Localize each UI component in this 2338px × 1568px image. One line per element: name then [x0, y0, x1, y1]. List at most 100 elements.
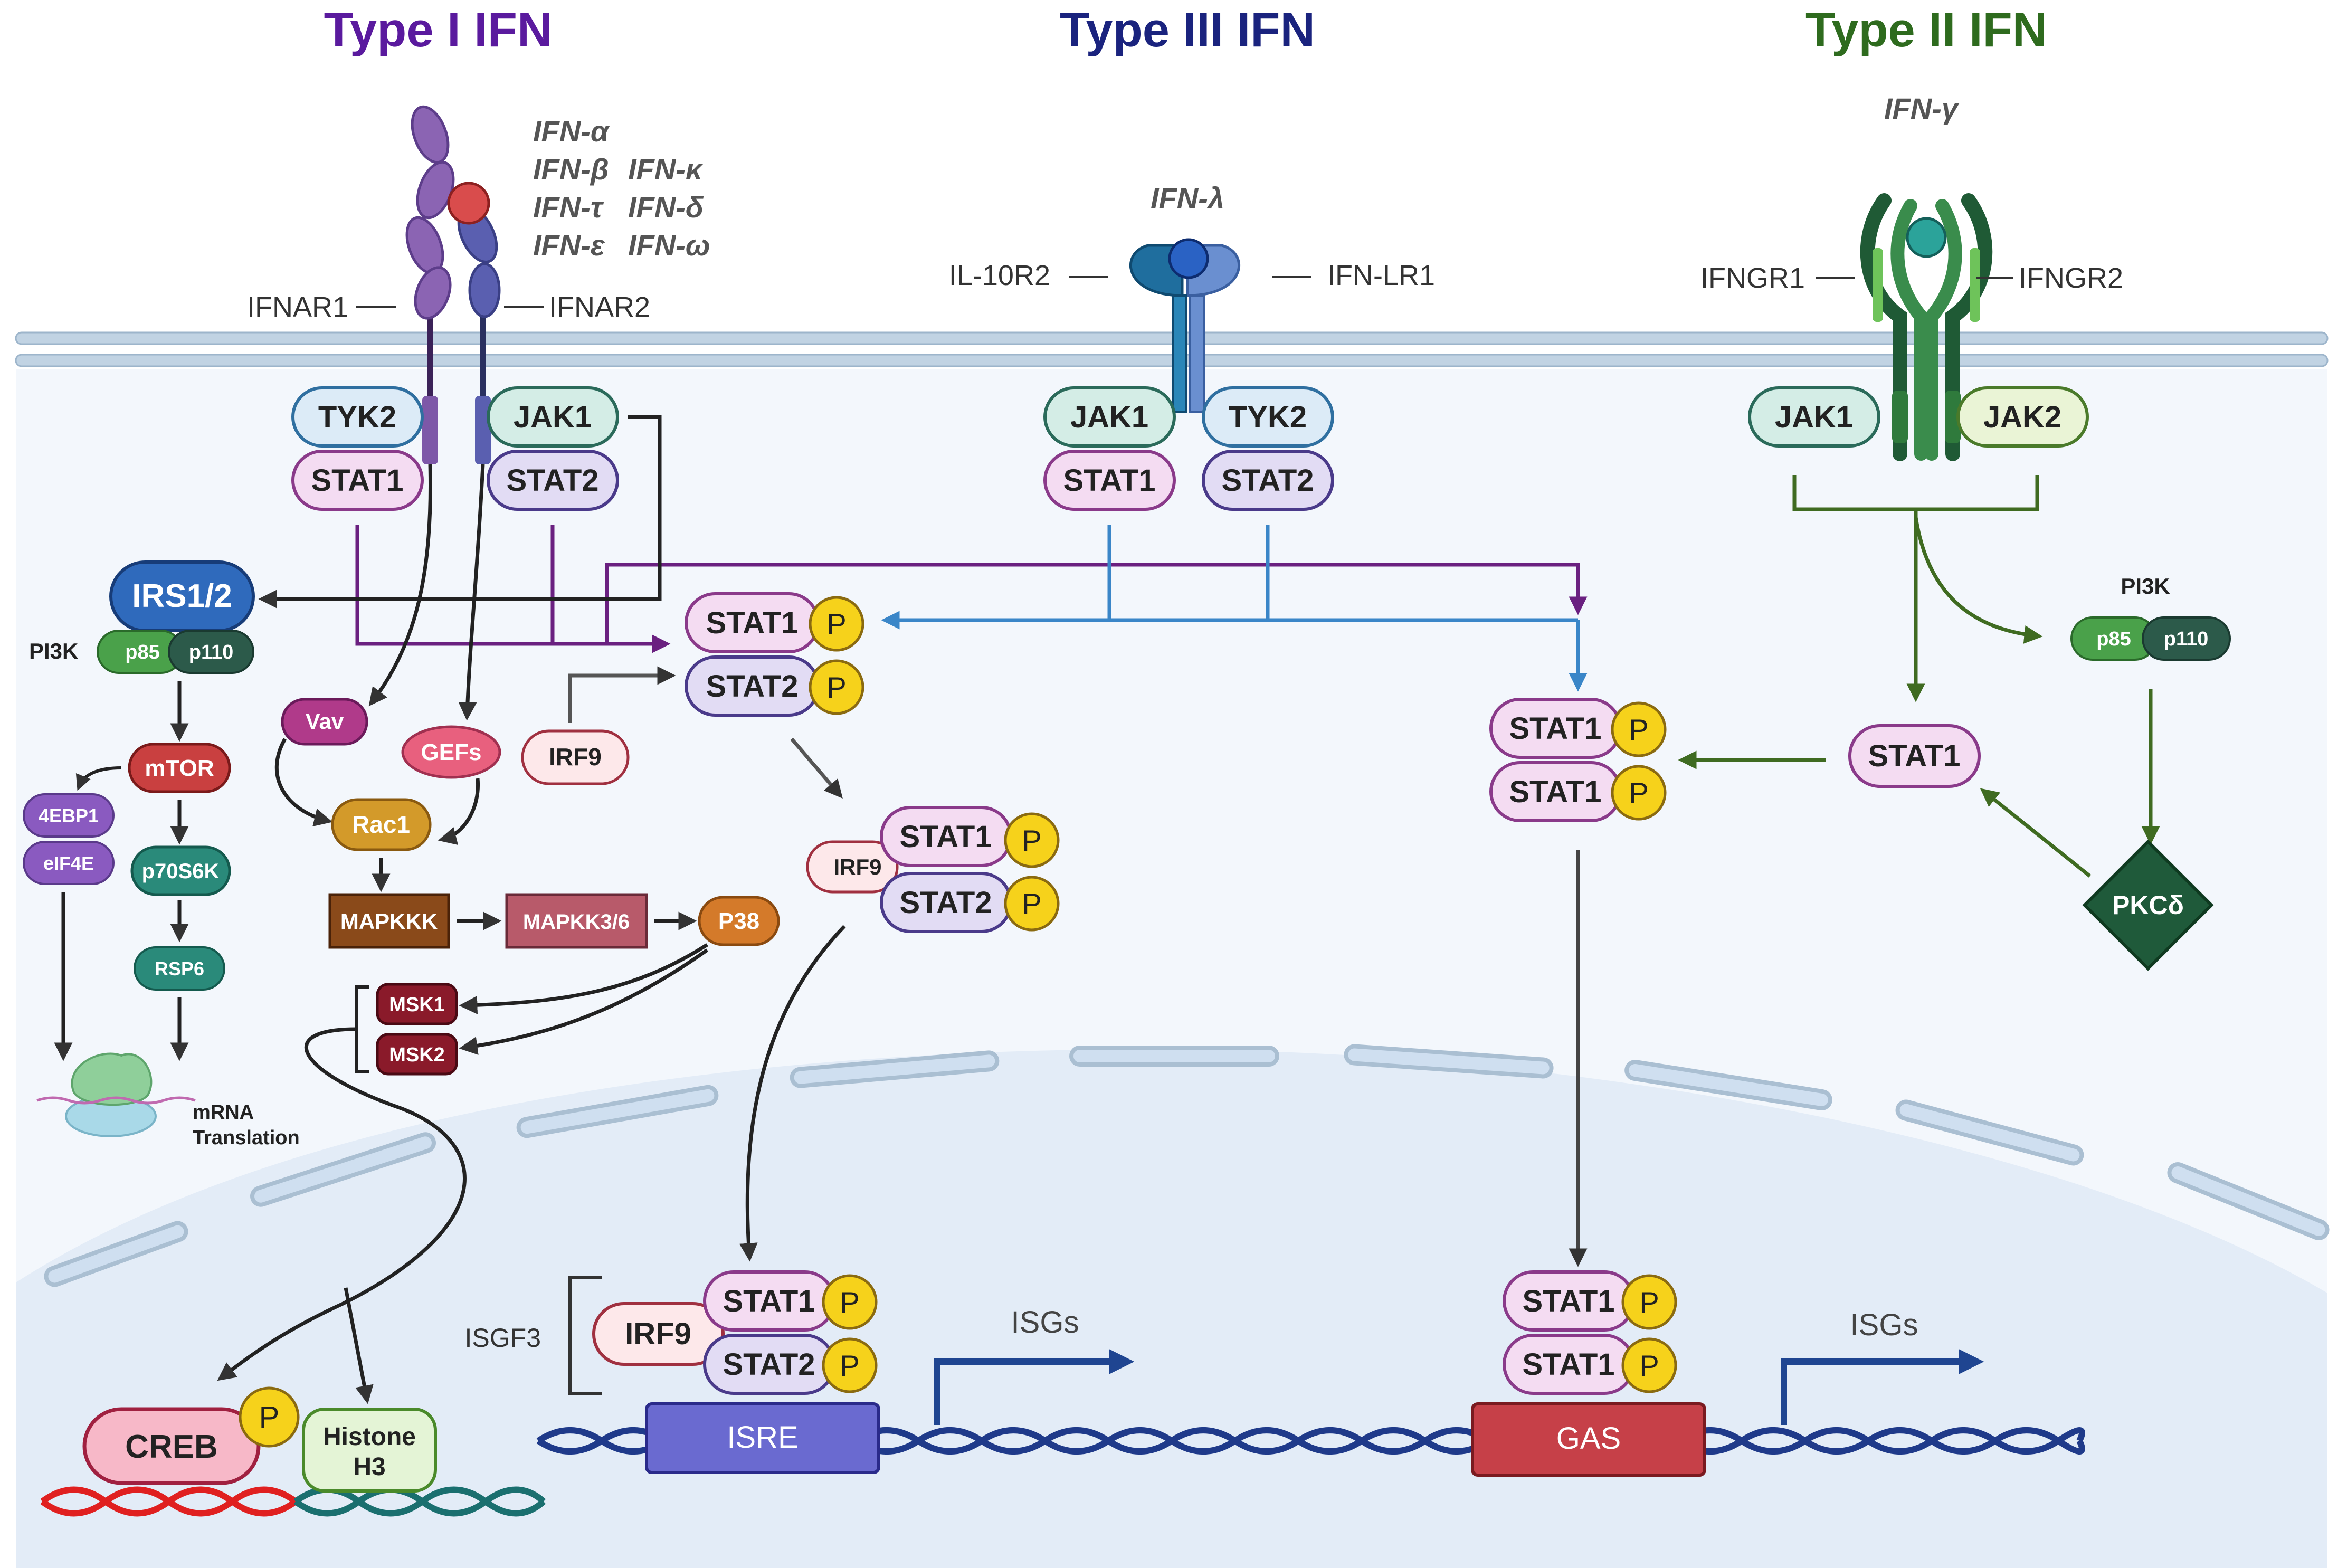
gaf-stat1a-nuclear-phospho: P [1621, 1274, 1677, 1330]
ifnar1-receptor [405, 105, 455, 464]
type3-ligand-label: IFN-λ [1151, 182, 1224, 215]
eif4e-label: eIF4E [43, 852, 94, 874]
type3-tyk2: TYK2 [1202, 386, 1334, 448]
type1-tyk2-label: TYK2 [318, 400, 396, 434]
isgf3-stat1-cyto-label: STAT1 [899, 820, 992, 854]
mapkk-label: MAPKK3/6 [523, 910, 630, 934]
msk-to-histone-arrow [344, 1287, 374, 1404]
creb-node: CREB [82, 1407, 261, 1485]
ifnar1-to-vav-arrow [368, 464, 432, 707]
isgs-left-label: ISGs [1011, 1305, 1079, 1339]
isgs-right-arrow [1781, 1349, 1984, 1425]
pkc-delta-label: PKCδ [2112, 890, 2184, 920]
center-stat2-p: P [826, 671, 846, 704]
gaf-stat1a-nuclear-p: P [1639, 1286, 1659, 1319]
ifnar2-receptor [457, 206, 501, 464]
gaf-stat1b-nuclear: STAT1 [1503, 1334, 1635, 1395]
center-stat1-phospho: P [809, 596, 864, 652]
4ebp1-label: 4EBP1 [39, 805, 99, 826]
histone-node: Histone H3 [302, 1408, 437, 1493]
p38-to-msk2-arrow [459, 948, 709, 1055]
type2-activation-arrows [1678, 475, 2160, 878]
center-stat1-p: P [826, 607, 846, 641]
nuclear-envelope [44, 1044, 2330, 1287]
ifnar2-to-gefs-arrow [458, 464, 485, 721]
ifnlr1-label: IFN-LR1 [1327, 260, 1435, 291]
rsp6-node: RSP6 [134, 946, 225, 991]
right-pi3k-label: PI3K [2121, 574, 2170, 598]
gas-label: GAS [1556, 1421, 1621, 1456]
right-pi3k-p110: p110 [2142, 616, 2231, 661]
irf9-free-label: IRF9 [549, 743, 602, 771]
gaf-stat1b-cyto-phospho: P [1611, 765, 1667, 821]
type2-jak1: JAK1 [1748, 386, 1880, 448]
isgf3-stat1-nuclear-label: STAT1 [723, 1284, 815, 1318]
type1-tyk2: TYK2 [291, 386, 424, 448]
right-stat1-node: STAT1 [1848, 724, 1981, 788]
ribosome-icon [36, 1052, 196, 1137]
left-p110-label: p110 [189, 641, 234, 663]
gaf-stat1b-nuclear-label: STAT1 [1522, 1347, 1614, 1382]
gaf-stat1a-nuclear: STAT1 [1503, 1270, 1635, 1332]
creb-label: CREB [125, 1429, 218, 1465]
center-stat2: STAT2 [685, 655, 820, 717]
isgf3-irf9-cyto-label: IRF9 [833, 854, 881, 879]
left-p85-label: p85 [125, 641, 159, 663]
rsp6-label: RSP6 [155, 958, 204, 980]
mtor-to-4ebp1-arrow [75, 766, 122, 791]
isre-element: ISRE [645, 1402, 880, 1474]
isgf3-stat2-cyto-phospho: P [1004, 876, 1060, 932]
ifnar1-label: IFNAR1 [247, 291, 348, 323]
isgf3-stat1-cyto-p: P [1022, 824, 1041, 857]
left-pi3k-p85: p85 [97, 630, 183, 674]
histone-label-1: Histone [323, 1423, 416, 1451]
type2-jak2: JAK2 [1956, 386, 2089, 448]
type1-stat2: STAT2 [487, 450, 619, 511]
gaf-stat1a-cyto-p: P [1629, 713, 1648, 746]
mapkk-node: MAPKK3/6 [505, 893, 648, 949]
type3-receptor-complex [1129, 244, 1241, 413]
p70s6k-label: p70S6K [142, 860, 220, 883]
irs-node: IRS1/2 [109, 560, 255, 632]
type1-ligand-list: IFN-α IFN-β IFN-κ IFN-τ IFN-δ IFN-ε IFN-… [533, 115, 710, 262]
ligand-ifn-kappa: IFN-κ [628, 153, 704, 186]
ifngr2-label: IFNGR2 [2019, 262, 2123, 294]
mtor-node: mTOR [128, 743, 231, 793]
isgf3-irf9-cyto: IRF9 [806, 840, 899, 894]
isgs-right-label: ISGs [1850, 1308, 1918, 1342]
type1-ligand [447, 182, 490, 225]
left-pi3k-p110: p110 [168, 630, 254, 674]
isgs-left-arrow [934, 1349, 1135, 1425]
center-stat2-phospho: P [809, 659, 864, 715]
gaf-stat1b-nuclear-p: P [1639, 1349, 1659, 1382]
center-stat1: STAT1 [685, 592, 820, 653]
type3-jak1-label: JAK1 [1070, 400, 1148, 434]
p38-node: P38 [698, 896, 780, 946]
ligand-ifn-tau: IFN-τ [533, 191, 604, 224]
rac1-label: Rac1 [352, 811, 410, 838]
ligand-ifn-beta: IFN-β [533, 153, 609, 186]
gaf-stat1a-cyto-label: STAT1 [1509, 711, 1601, 746]
gaf-stat1b-cyto-p: P [1629, 776, 1648, 810]
pkc-delta-node: PKCδ [2082, 839, 2214, 971]
isgf3-stat1-nuclear-p: P [840, 1286, 859, 1319]
irf9-free-node: IRF9 [521, 729, 630, 785]
type1-stat1: STAT1 [291, 450, 424, 511]
msk2-node: MSK2 [376, 1033, 458, 1076]
type3-activation-arrows [881, 525, 1588, 692]
mtor-label: mTOR [145, 755, 214, 781]
right-p85-label: p85 [2096, 628, 2131, 650]
isgf3-label: ISGF3 [465, 1323, 541, 1353]
stat-to-isgf3-arrow [790, 737, 843, 799]
isgf3-stat1-nuclear: STAT1 [703, 1270, 835, 1332]
right-stat1-label: STAT1 [1868, 739, 1960, 773]
isgf3-stat2-cyto-p: P [1022, 887, 1041, 920]
isgf3-stat2-cyto: STAT2 [880, 872, 1012, 933]
isgf3-irf9-nuclear-label: IRF9 [625, 1317, 691, 1351]
eif4e-node: eIF4E [23, 841, 115, 885]
type1-jak1-label: JAK1 [514, 400, 592, 434]
gefs-to-rac1-arrow [438, 778, 480, 845]
gaf-stat1a-cyto: STAT1 [1489, 698, 1622, 759]
isgf3-bracket [568, 1276, 602, 1395]
